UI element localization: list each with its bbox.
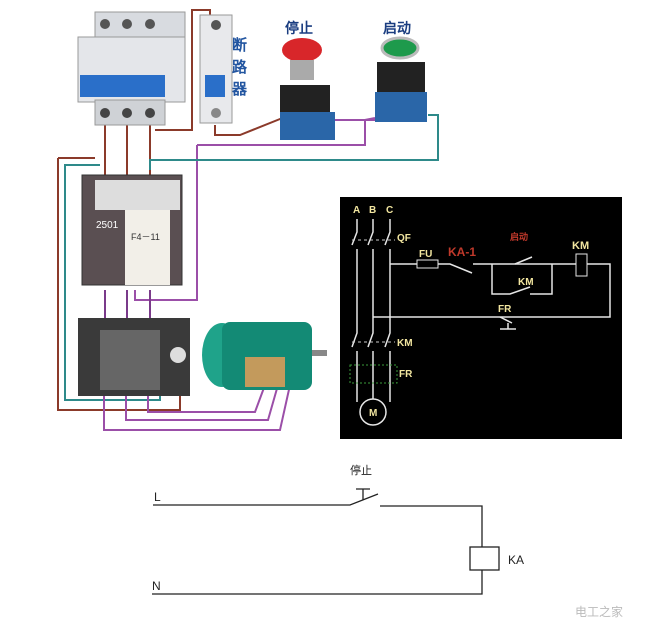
overload-relay	[78, 318, 190, 396]
svg-text:路: 路	[232, 58, 248, 76]
svg-text:停止: 停止	[285, 20, 313, 37]
contactor: 2501 F4－11	[81, 174, 183, 286]
svg-text:KA-1: KA-1	[448, 245, 476, 259]
schematic-panel: A B C QF FU KM KM FR KM FR M KA-1 启动	[340, 197, 622, 439]
three-pole-breaker	[77, 11, 186, 126]
svg-text:QF: QF	[397, 233, 411, 244]
svg-text:启动: 启动	[383, 20, 411, 37]
svg-text:KM: KM	[397, 338, 413, 349]
motor	[202, 322, 327, 390]
svg-text:N: N	[152, 579, 161, 593]
svg-text:F4－11: F4－11	[131, 232, 160, 242]
svg-text:C: C	[386, 205, 393, 216]
breaker-label: 断 路 器	[231, 36, 248, 98]
single-pole-breaker	[199, 14, 233, 124]
svg-text:FR: FR	[399, 369, 413, 380]
stop-button: 停止	[280, 20, 335, 140]
svg-text:FR: FR	[498, 304, 512, 315]
svg-text:B: B	[369, 205, 376, 216]
svg-text:停止: 停止	[350, 463, 372, 477]
svg-text:器: 器	[231, 80, 248, 98]
control-circuit: L N 停止 KA	[152, 463, 524, 595]
svg-text:2501: 2501	[96, 220, 119, 231]
svg-text:M: M	[369, 408, 377, 419]
svg-text:KA: KA	[508, 553, 524, 567]
svg-text:KM: KM	[518, 277, 534, 288]
svg-text:L: L	[154, 490, 161, 504]
watermark: 电工之家	[575, 604, 623, 619]
photo-wires	[57, 9, 439, 431]
svg-text:FU: FU	[419, 249, 432, 260]
svg-text:启动: 启动	[510, 231, 528, 243]
start-button: 启动	[375, 20, 427, 122]
svg-text:A: A	[353, 205, 360, 216]
svg-text:断: 断	[232, 36, 247, 54]
svg-text:KM: KM	[572, 240, 589, 252]
